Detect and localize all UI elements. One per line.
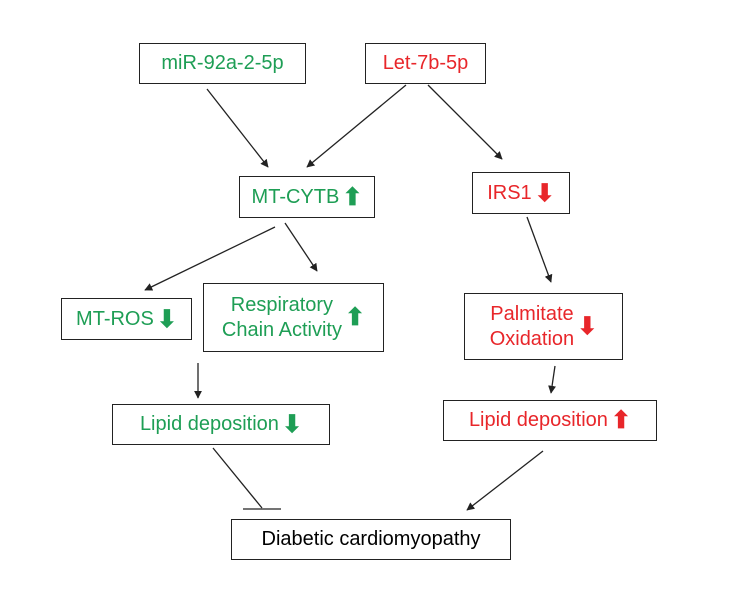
up-arrow-icon: ⬆ xyxy=(342,183,363,211)
node-palm-line2: Oxidation xyxy=(489,327,575,350)
down-arrow-icon: ⬇ xyxy=(577,313,598,340)
up-arrow-icon: ⬆ xyxy=(610,407,632,434)
node-mtros: MT-ROS ⬇ xyxy=(61,298,192,340)
node-resp-line1: Respiratory xyxy=(230,293,334,316)
up-arrow-icon: ⬆ xyxy=(344,304,366,331)
node-mtcytb-label: MT-CYTB xyxy=(251,185,340,208)
node-diabetic-cardiomyopathy: Diabetic cardiomyopathy xyxy=(231,519,511,560)
node-respiratory-chain: Respiratory Chain Activity ⬆ xyxy=(203,283,384,352)
arrow-irs1-to-palm xyxy=(526,216,553,283)
node-lipid-right-label: Lipid deposition xyxy=(468,409,608,431)
node-dcm-label: Diabetic cardiomyopathy xyxy=(261,528,481,550)
arrow-let7b-to-mtcytb xyxy=(306,84,407,168)
arrow-mtcytb-to-mtros xyxy=(144,226,276,291)
node-resp-line2: Chain Activity xyxy=(221,318,342,341)
node-mtros-label: MT-ROS xyxy=(76,307,154,330)
node-mtcytb: MT-CYTB ⬆ xyxy=(239,176,375,218)
arrow-lipid-right-to-dcm xyxy=(466,450,544,511)
arrow-mtcytb-to-resp xyxy=(284,222,318,272)
node-mir92a-label: miR-92a-2-5p xyxy=(161,52,284,74)
down-arrow-icon: ⬇ xyxy=(156,305,177,333)
node-lipid-deposition-left: Lipid deposition ⬇ xyxy=(112,404,330,445)
node-palmitate-oxidation: Palmitate Oxidation ⬇ xyxy=(464,293,623,360)
node-irs1: IRS1 ⬇ xyxy=(472,172,570,214)
node-lipid-left-label: Lipid deposition xyxy=(139,413,279,435)
arrow-mir92a-to-mtcytb xyxy=(206,88,269,168)
arrow-palm-to-lipid-right xyxy=(548,365,557,394)
node-mir92a: miR-92a-2-5p xyxy=(139,43,306,84)
down-arrow-icon: ⬇ xyxy=(534,179,555,207)
node-lipid-deposition-right: Lipid deposition ⬆ xyxy=(443,400,657,441)
node-palm-line1: Palmitate xyxy=(490,302,574,325)
arrow-let7b-to-irs1 xyxy=(427,84,503,160)
node-let7b: Let-7b-5p xyxy=(365,43,486,84)
node-let7b-label: Let-7b-5p xyxy=(382,52,469,74)
node-irs1-label: IRS1 xyxy=(487,181,532,204)
down-arrow-icon: ⬇ xyxy=(281,411,303,438)
inhibit-lipid-left-to-dcm xyxy=(212,447,263,509)
